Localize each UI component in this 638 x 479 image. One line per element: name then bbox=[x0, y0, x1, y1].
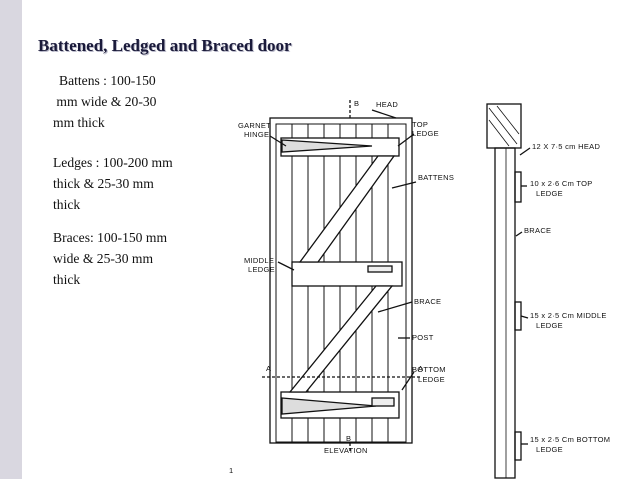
section-head bbox=[486, 103, 522, 149]
label-top: TOP bbox=[412, 120, 428, 129]
door-inner-frame bbox=[275, 123, 407, 443]
label-a-left: A bbox=[266, 364, 271, 373]
label-head: HEAD bbox=[376, 100, 398, 109]
spec-line: Braces: 100-150 mm bbox=[53, 230, 168, 245]
label-top-ledge: LEDGE bbox=[412, 129, 439, 138]
label-brace: BRACE bbox=[414, 297, 441, 306]
slide-side-band bbox=[0, 0, 22, 479]
label-section-top-ledge: 10 x 2·6 Cm TOP bbox=[530, 179, 593, 188]
section-top-ledge bbox=[514, 171, 522, 203]
section-bottom-ledge bbox=[514, 431, 522, 461]
bottom-hinge bbox=[281, 397, 377, 415]
spec-line: Battens : 100-150 bbox=[59, 73, 156, 88]
label-garnet: GARNET bbox=[238, 121, 271, 130]
label-b-bottom: B bbox=[346, 434, 351, 443]
label-bottom: BOTTOM bbox=[412, 365, 446, 374]
label-hinge: HINGE bbox=[244, 130, 269, 139]
spec-line: mm thick bbox=[53, 115, 105, 130]
label-section-top-ledge-2: LEDGE bbox=[536, 189, 563, 198]
label-elevation: ELEVATION bbox=[324, 446, 368, 455]
spec-ledges: Ledges : 100-200 mm thick & 25-30 mm thi… bbox=[53, 152, 173, 215]
spec-line: wide & 25-30 mm bbox=[53, 251, 154, 266]
spec-line: thick bbox=[53, 272, 81, 287]
spec-line: mm wide & 20-30 bbox=[53, 94, 157, 109]
label-a-right: A bbox=[418, 364, 423, 373]
section-middle-ledge bbox=[514, 301, 522, 331]
label-page-mark: 1 bbox=[229, 466, 233, 475]
spec-braces: Braces: 100-150 mm wide & 25-30 mm thick bbox=[53, 227, 167, 290]
label-section-middle-ledge: 15 x 2·5 Cm MIDDLE bbox=[530, 311, 607, 320]
spec-line: thick & 25-30 mm bbox=[53, 176, 154, 191]
door-drawing: GARNET HINGE B HEAD TOP LEDGE BATTENS MI… bbox=[229, 99, 610, 479]
top-hinge bbox=[281, 139, 373, 153]
spec-battens: Battens : 100-150 mm wide & 20-30 mm thi… bbox=[53, 70, 156, 133]
label-b-top: B bbox=[354, 99, 359, 108]
door-frame bbox=[269, 117, 413, 444]
label-battens: BATTENS bbox=[418, 173, 454, 182]
label-section-middle-ledge-2: LEDGE bbox=[536, 321, 563, 330]
label-middle: MIDDLE bbox=[244, 256, 274, 265]
lower-brace bbox=[288, 285, 394, 393]
section-post bbox=[494, 147, 516, 479]
label-section-head: 12 X 7·5 cm HEAD bbox=[532, 142, 600, 151]
label-section-brace: BRACE bbox=[524, 226, 551, 235]
spec-line: thick bbox=[53, 197, 81, 212]
label-section-bottom-ledge: 15 x 2·5 Cm BOTTOM bbox=[530, 435, 610, 444]
spec-line: Ledges : 100-200 mm bbox=[53, 155, 173, 170]
label-post: POST bbox=[412, 333, 434, 342]
label-section-bottom-ledge-2: LEDGE bbox=[536, 445, 563, 454]
label-middle-ledge: LEDGE bbox=[248, 265, 275, 274]
upper-brace bbox=[298, 155, 396, 263]
slide-title: Battened, Ledged and Braced door bbox=[38, 36, 292, 55]
label-bottom-ledge: LEDGE bbox=[418, 375, 445, 384]
